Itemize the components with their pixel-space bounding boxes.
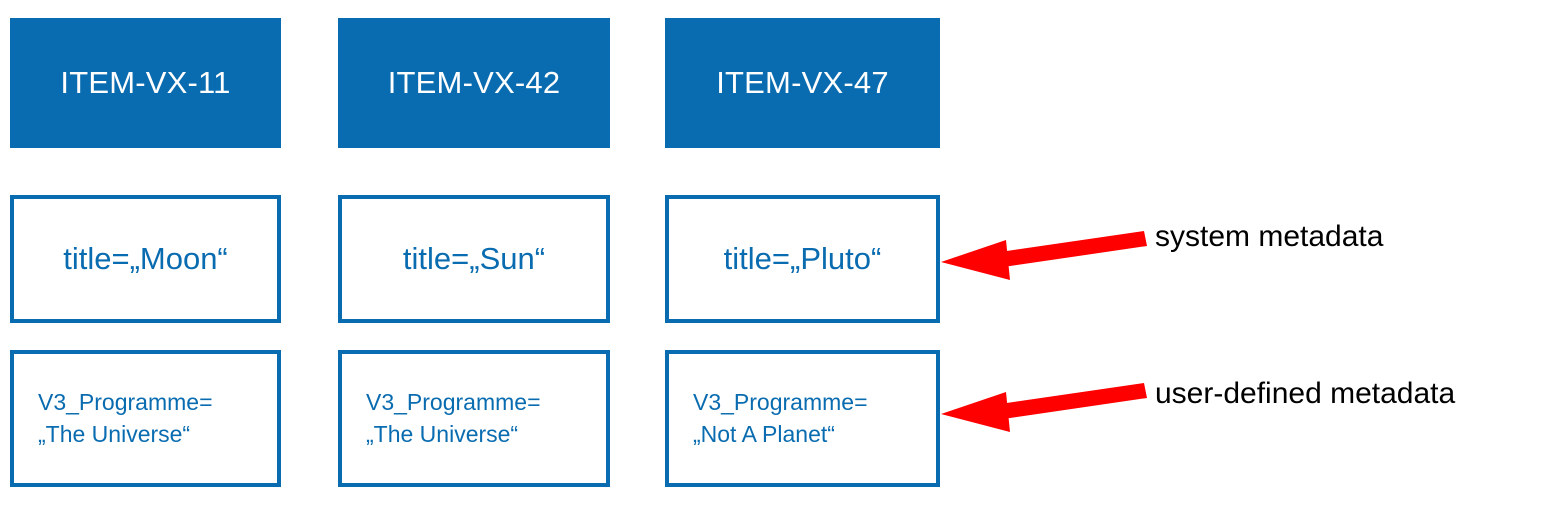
system-metadata-box-3[interactable]: title=„Pluto“ xyxy=(665,195,940,323)
system-metadata-arrow-icon xyxy=(941,231,1147,280)
user-metadata-box-2[interactable]: V3_Programme= „The Universe“ xyxy=(338,350,610,487)
system-metadata-label-2: title=„Sun“ xyxy=(402,241,546,277)
user-defined-metadata-annotation-label: user-defined metadata xyxy=(1155,377,1456,410)
item-header-box-3[interactable]: ITEM-VX-47 xyxy=(665,18,940,148)
user-defined-metadata-arrow-icon xyxy=(941,383,1147,432)
user-metadata-label-1: V3_Programme= „The Universe“ xyxy=(38,389,213,447)
item-header-box-2[interactable]: ITEM-VX-42 xyxy=(338,18,610,148)
item-header-label-3: ITEM-VX-47 xyxy=(716,65,889,101)
system-metadata-box-2[interactable]: title=„Sun“ xyxy=(338,195,610,323)
user-metadata-label-3: V3_Programme= „Not A Planet“ xyxy=(693,389,868,447)
item-header-box-1[interactable]: ITEM-VX-11 xyxy=(10,18,281,148)
item-header-label-2: ITEM-VX-42 xyxy=(387,65,561,101)
system-metadata-annotation-label: system metadata xyxy=(1155,220,1384,253)
user-metadata-box-3[interactable]: V3_Programme= „Not A Planet“ xyxy=(665,350,940,487)
system-metadata-box-1[interactable]: title=„Moon“ xyxy=(10,195,281,323)
user-metadata-box-1[interactable]: V3_Programme= „The Universe“ xyxy=(10,350,281,487)
system-metadata-label-3: title=„Pluto“ xyxy=(723,241,882,277)
item-header-label-1: ITEM-VX-11 xyxy=(60,65,231,101)
system-metadata-label-1: title=„Moon“ xyxy=(63,241,228,277)
user-metadata-label-2: V3_Programme= „The Universe“ xyxy=(366,389,541,447)
